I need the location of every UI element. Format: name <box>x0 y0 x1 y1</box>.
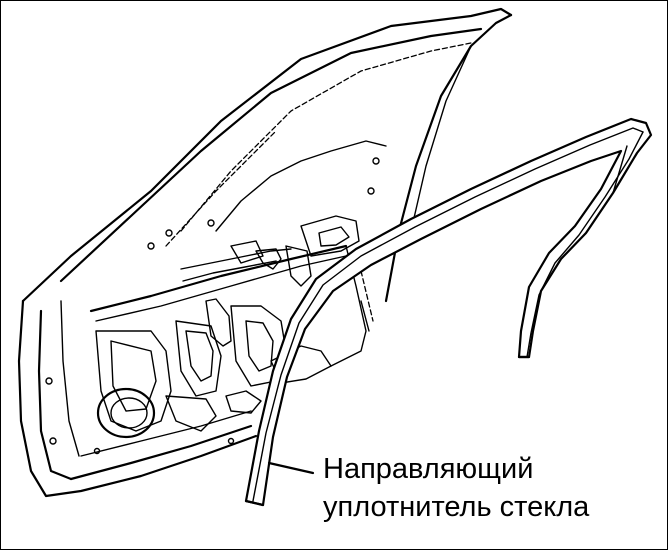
seal-callout-label: Направляющий уплотнитель стекла <box>323 450 589 526</box>
glass-run-seal <box>244 117 653 507</box>
callout-leader-line <box>267 461 315 475</box>
door-inner-panel <box>17 157 380 498</box>
door-window-frame <box>21 7 513 303</box>
callout-line-1: Направляющий <box>323 453 534 485</box>
callout-line-2: уплотнитель стекла <box>323 491 590 523</box>
